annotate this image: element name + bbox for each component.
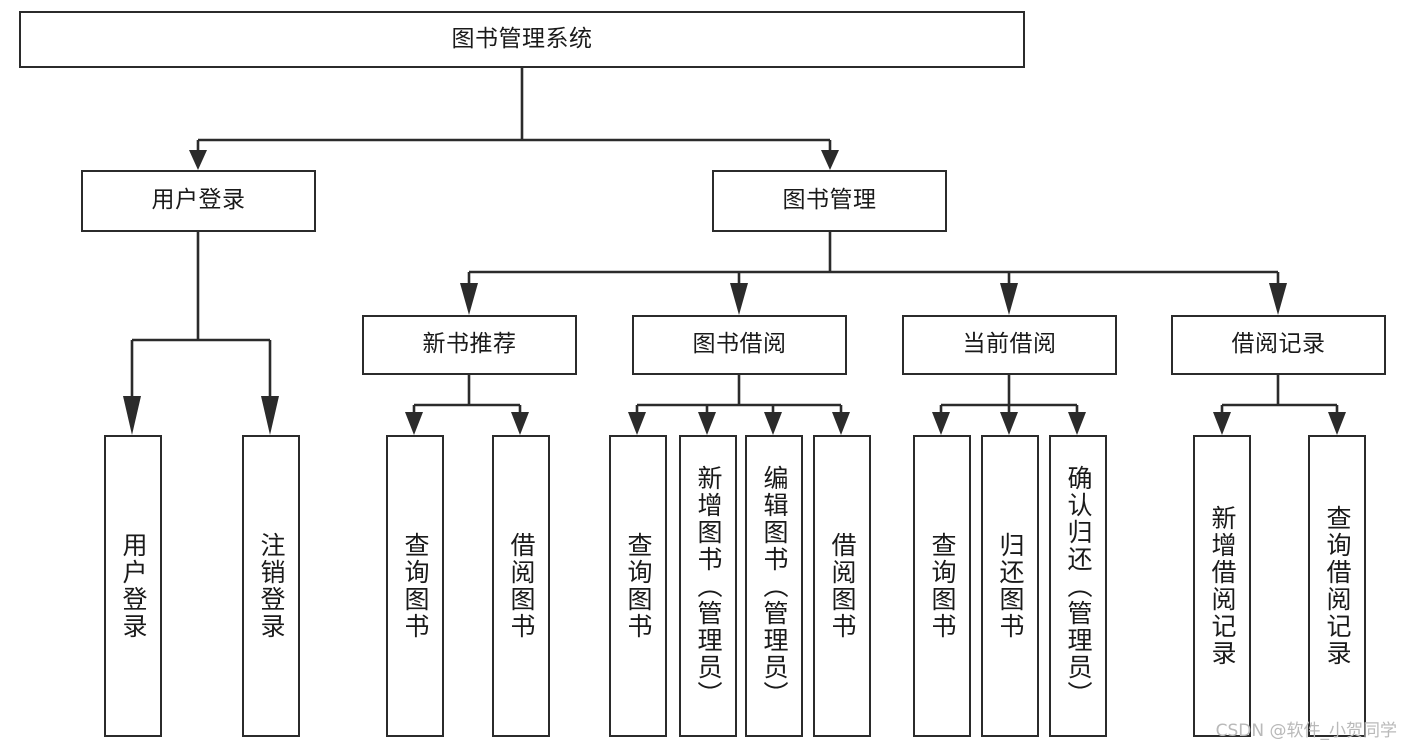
arrow-leaf-query-borrow-record — [1328, 412, 1346, 435]
node-current-borrow[interactable]: 当前借阅 — [902, 315, 1117, 375]
node-leaf-edit-book-admin-label: 编辑图书（管理员） — [760, 464, 789, 708]
node-leaf-borrow-book-1-label: 借阅图书 — [507, 532, 536, 640]
node-book-borrow-label: 图书借阅 — [692, 331, 787, 358]
arrow-leaf-query-book-1 — [405, 412, 423, 435]
arrow-leaf-user-login — [123, 396, 141, 435]
arrow-leaf-query-book-3 — [932, 412, 950, 435]
node-user-login[interactable]: 用户登录 — [81, 170, 316, 232]
node-leaf-return-book-label: 归还图书 — [996, 532, 1025, 640]
node-leaf-add-book-admin-label: 新增图书（管理员） — [694, 464, 723, 708]
arrow-book-borrow — [730, 283, 748, 315]
node-leaf-query-book-2[interactable]: 查询图书 — [609, 435, 667, 737]
node-leaf-query-borrow-record-label: 查询借阅记录 — [1323, 505, 1352, 667]
node-root-label: 图书管理系统 — [451, 25, 593, 52]
arrow-leaf-edit-book-admin — [764, 412, 782, 435]
node-leaf-query-borrow-record[interactable]: 查询借阅记录 — [1308, 435, 1366, 737]
node-leaf-borrow-book-2-label: 借阅图书 — [828, 532, 857, 640]
arrow-book-manage — [821, 150, 839, 170]
node-leaf-add-borrow-record-label: 新增借阅记录 — [1208, 505, 1237, 667]
node-leaf-return-book[interactable]: 归还图书 — [981, 435, 1039, 737]
arrow-current-borrow — [1000, 283, 1018, 315]
arrow-leaf-logout — [261, 396, 279, 435]
node-borrow-record[interactable]: 借阅记录 — [1171, 315, 1386, 375]
arrow-leaf-confirm-return-admin — [1068, 412, 1086, 435]
node-leaf-query-book-3-label: 查询图书 — [928, 532, 957, 640]
node-leaf-add-borrow-record[interactable]: 新增借阅记录 — [1193, 435, 1251, 737]
csdn-watermark: CSDN @软件_小贺同学 — [1215, 721, 1397, 741]
node-book-manage[interactable]: 图书管理 — [712, 170, 947, 232]
node-root[interactable]: 图书管理系统 — [19, 11, 1025, 68]
node-user-login-label: 用户登录 — [151, 187, 246, 214]
node-book-borrow[interactable]: 图书借阅 — [632, 315, 847, 375]
node-leaf-query-book-2-label: 查询图书 — [624, 532, 653, 640]
node-new-book-recommend[interactable]: 新书推荐 — [362, 315, 577, 375]
arrow-leaf-return-book — [1000, 412, 1018, 435]
arrow-borrow-record — [1269, 283, 1287, 315]
node-leaf-borrow-book-2[interactable]: 借阅图书 — [813, 435, 871, 737]
arrow-new-book-recommend — [460, 283, 478, 315]
arrow-leaf-query-book-2 — [628, 412, 646, 435]
node-leaf-edit-book-admin[interactable]: 编辑图书（管理员） — [745, 435, 803, 737]
node-leaf-query-book-1[interactable]: 查询图书 — [386, 435, 444, 737]
arrow-leaf-borrow-book-2 — [832, 412, 850, 435]
arrow-leaf-add-book-admin — [698, 412, 716, 435]
node-leaf-logout-login[interactable]: 注销登录 — [242, 435, 300, 737]
node-leaf-borrow-book-1[interactable]: 借阅图书 — [492, 435, 550, 737]
arrow-user-login — [189, 150, 207, 170]
node-borrow-record-label: 借阅记录 — [1231, 331, 1326, 358]
node-leaf-query-book-1-label: 查询图书 — [401, 532, 430, 640]
node-new-book-recommend-label: 新书推荐 — [422, 331, 517, 358]
arrow-leaf-borrow-book-1 — [511, 412, 529, 435]
node-leaf-confirm-return-admin-label: 确认归还（管理员） — [1064, 464, 1093, 708]
node-leaf-user-login-label: 用户登录 — [119, 532, 148, 640]
node-leaf-confirm-return-admin[interactable]: 确认归还（管理员） — [1049, 435, 1107, 737]
node-leaf-user-login[interactable]: 用户登录 — [104, 435, 162, 737]
node-leaf-logout-login-label: 注销登录 — [257, 532, 286, 640]
node-leaf-query-book-3[interactable]: 查询图书 — [913, 435, 971, 737]
node-book-manage-label: 图书管理 — [782, 187, 877, 214]
node-current-borrow-label: 当前借阅 — [962, 331, 1057, 358]
arrow-leaf-add-borrow-record — [1213, 412, 1231, 435]
node-leaf-add-book-admin[interactable]: 新增图书（管理员） — [679, 435, 737, 737]
